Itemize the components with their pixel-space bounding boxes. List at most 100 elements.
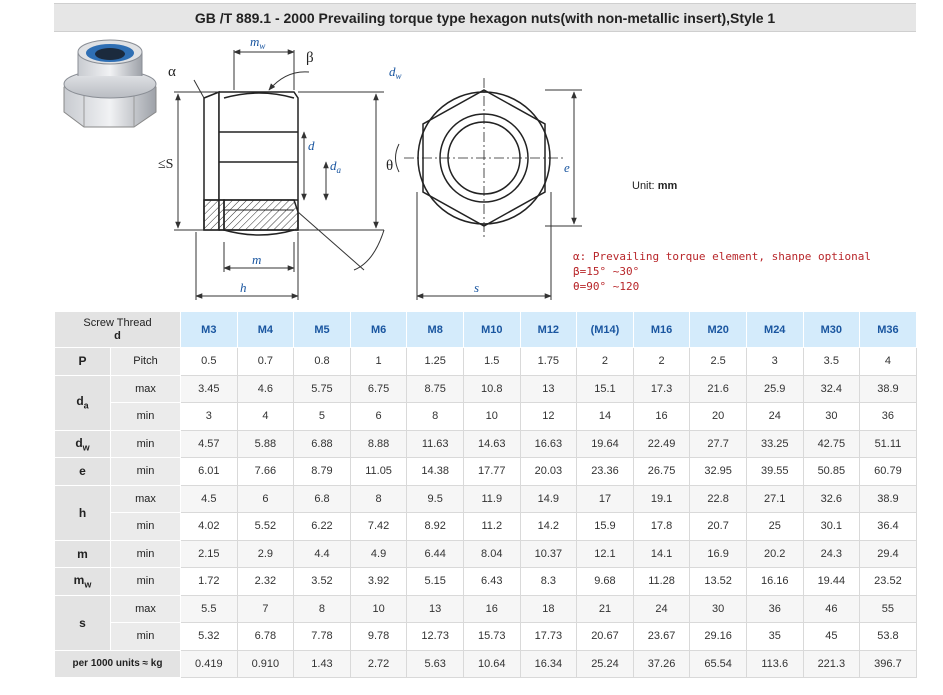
value-cell: 6.78: [236, 622, 295, 651]
value-cell: 2: [576, 347, 634, 376]
front-view: [404, 78, 564, 238]
sub-label: min: [110, 457, 181, 486]
value-cell: 32.4: [802, 374, 861, 403]
value-cell: 29.16: [689, 622, 747, 651]
value-cell: 2.15: [180, 539, 238, 568]
sub-label: max: [110, 484, 181, 513]
value-cell: 15.73: [462, 622, 521, 651]
value-cell: 38.9: [859, 374, 917, 403]
value-cell: 0.419: [180, 649, 238, 678]
value-cell: 65.54: [689, 649, 747, 678]
size-header: M6: [349, 311, 408, 348]
value-cell: 9.78: [349, 622, 408, 651]
value-cell: 13: [519, 374, 578, 403]
value-cell: 5.32: [180, 622, 238, 651]
label-s-max: ≤S: [158, 157, 173, 172]
nut-photo: [63, 39, 157, 128]
value-cell: 3.92: [349, 567, 408, 596]
value-cell: 5.75: [293, 374, 351, 403]
param-symbol: s: [79, 615, 86, 630]
param-symbol: h: [78, 505, 87, 520]
value-cell: 4.02: [180, 512, 238, 541]
value-cell: 6.8: [293, 484, 351, 513]
value-cell: 8.3: [519, 567, 578, 596]
value-cell: 36: [859, 402, 917, 431]
value-cell: 25.9: [745, 374, 804, 403]
value-cell: 4.6: [236, 374, 295, 403]
value-cell: 5.52: [236, 512, 295, 541]
value-cell: 14.2: [519, 512, 578, 541]
unit-label: Unit: mm: [632, 180, 678, 192]
value-cell: 3: [745, 347, 804, 376]
param-subscript: w: [82, 441, 90, 452]
value-cell: 4: [236, 402, 295, 431]
value-cell: 7.78: [293, 622, 351, 651]
side-dimensions: [174, 49, 385, 300]
sub-label: min: [110, 512, 181, 541]
param-label: m: [54, 539, 111, 568]
size-header: M20: [689, 311, 747, 348]
value-cell: 6.43: [462, 567, 521, 596]
value-cell: 21: [576, 594, 634, 623]
value-cell: 55: [859, 594, 917, 623]
value-cell: 3.5: [802, 347, 861, 376]
note-alpha: α: Prevailing torque element, shanpe opt…: [573, 250, 872, 263]
value-cell: 2.72: [349, 649, 408, 678]
value-cell: 12: [519, 402, 578, 431]
value-cell: 46: [802, 594, 861, 623]
value-cell: 20.2: [745, 539, 804, 568]
value-cell: 0.910: [236, 649, 295, 678]
value-cell: 7: [236, 594, 295, 623]
sub-label: max: [110, 374, 181, 403]
size-header: M8: [406, 311, 464, 348]
value-cell: 6.22: [293, 512, 351, 541]
value-cell: 8: [349, 484, 408, 513]
value-cell: 27.7: [689, 429, 747, 458]
value-cell: 8.92: [406, 512, 464, 541]
value-cell: 13.52: [689, 567, 747, 596]
value-cell: 1.75: [519, 347, 578, 376]
value-cell: 32.95: [689, 457, 747, 486]
value-cell: 7.42: [349, 512, 408, 541]
size-header: M4: [236, 311, 295, 348]
value-cell: 30: [802, 402, 861, 431]
value-cell: 22.8: [689, 484, 747, 513]
label-s: s: [474, 280, 479, 295]
sub-label: max: [110, 594, 181, 623]
side-view: [203, 90, 299, 236]
value-cell: 30.1: [802, 512, 861, 541]
value-cell: 17: [576, 484, 634, 513]
label-theta: θ: [386, 158, 393, 174]
value-cell: 60.79: [859, 457, 917, 486]
value-cell: 32.6: [802, 484, 861, 513]
value-cell: 4.57: [180, 429, 238, 458]
label-m: m: [252, 252, 261, 267]
value-cell: 16.9: [689, 539, 747, 568]
value-cell: 12.1: [576, 539, 634, 568]
value-cell: 29.4: [859, 539, 917, 568]
value-cell: 6.01: [180, 457, 238, 486]
sub-label: min: [110, 539, 181, 568]
label-beta: β: [306, 50, 314, 66]
value-cell: 50.85: [802, 457, 861, 486]
size-header: M30: [802, 311, 861, 348]
screw-thread-header: Screw Thread d: [54, 311, 181, 348]
value-cell: 20.7: [689, 512, 747, 541]
value-cell: 2.5: [689, 347, 747, 376]
param-label: h: [54, 484, 111, 541]
param-symbol: d: [76, 394, 84, 409]
value-cell: 23.52: [859, 567, 917, 596]
value-cell: 1.43: [293, 649, 351, 678]
param-symbol: e: [79, 464, 86, 479]
weight-label: per 1000 units ≈ kg: [54, 649, 181, 678]
value-cell: 3.45: [180, 374, 238, 403]
value-cell: 14: [576, 402, 634, 431]
param-label: mw: [54, 567, 111, 596]
value-cell: 6.88: [293, 429, 351, 458]
value-cell: 45: [802, 622, 861, 651]
nut-drawing: mw dw d da e m h s α β θ ≤S: [158, 34, 582, 300]
value-cell: 4.4: [293, 539, 351, 568]
